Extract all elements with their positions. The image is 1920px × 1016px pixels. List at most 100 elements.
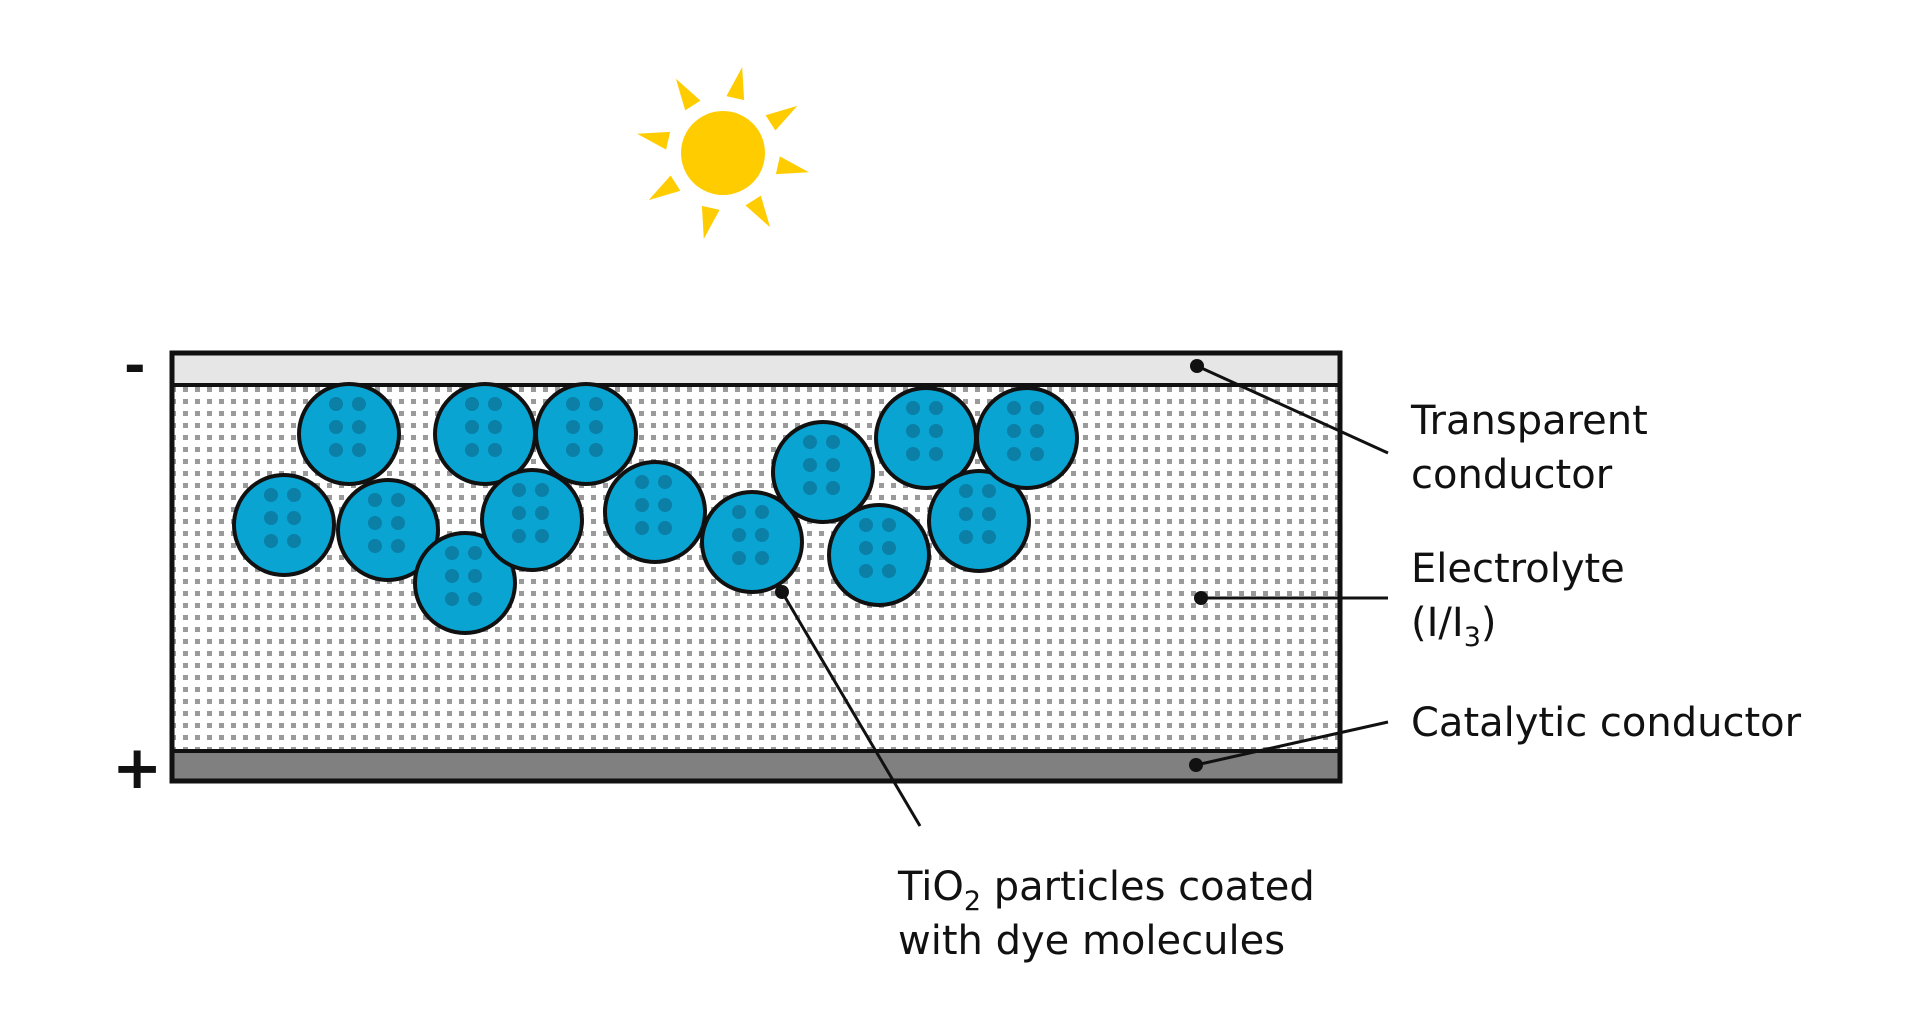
positive-terminal: + bbox=[112, 733, 163, 803]
dye-molecule-dot bbox=[352, 420, 366, 434]
dye-molecule-dot bbox=[589, 443, 603, 457]
tio2-particle bbox=[297, 382, 401, 486]
sun-ray bbox=[648, 175, 681, 201]
negative-terminal: - bbox=[124, 336, 146, 396]
dye-molecule-dot bbox=[906, 447, 920, 461]
sun-ray bbox=[775, 156, 809, 175]
tio2-formula-subscript: 2 bbox=[963, 886, 981, 917]
dye-molecule-dot bbox=[468, 546, 482, 560]
sun-ray bbox=[745, 195, 771, 228]
tio2-particle bbox=[603, 460, 707, 564]
sun-ray bbox=[765, 105, 798, 131]
dye-molecule-dot bbox=[566, 420, 580, 434]
dye-molecule-dot bbox=[445, 592, 459, 606]
dye-molecule-dot bbox=[535, 506, 549, 520]
dye-molecule-dot bbox=[264, 488, 278, 502]
dye-molecule-dot bbox=[1007, 424, 1021, 438]
dye-molecule-dot bbox=[929, 401, 943, 415]
dye-molecule-dot bbox=[566, 443, 580, 457]
dye-molecule-dot bbox=[391, 516, 405, 530]
tio2-particle bbox=[232, 473, 336, 577]
sun-icon bbox=[637, 67, 809, 239]
tio2-label-rest: particles coated bbox=[981, 864, 1315, 910]
electrolyte-label-line1: Electrolyte bbox=[1411, 546, 1625, 592]
dye-molecule-dot bbox=[982, 484, 996, 498]
tio2-particle-body bbox=[336, 478, 440, 582]
transparent-conductor-leader bbox=[1196, 364, 1389, 455]
sun-rays bbox=[637, 67, 809, 239]
tio2-particle-body bbox=[700, 490, 804, 594]
dye-molecule-dot bbox=[368, 516, 382, 530]
tio2-particle-body bbox=[603, 460, 707, 564]
dye-molecule-dot bbox=[658, 475, 672, 489]
tio2-particle bbox=[700, 490, 804, 594]
transparent-conductor-label-line1: Transparent bbox=[1411, 398, 1648, 444]
dye-molecule-dot bbox=[368, 539, 382, 553]
tio2-particle bbox=[874, 386, 978, 490]
dye-molecule-dot bbox=[391, 493, 405, 507]
tio2-particle bbox=[927, 469, 1031, 573]
dye-molecule-dot bbox=[929, 424, 943, 438]
dye-molecule-dot bbox=[329, 397, 343, 411]
sun-ray bbox=[675, 78, 701, 111]
dye-molecule-dot bbox=[535, 483, 549, 497]
dye-molecule-dot bbox=[635, 498, 649, 512]
dye-molecule-dot bbox=[589, 420, 603, 434]
tio2-particle-body bbox=[480, 468, 584, 572]
dye-molecule-dot bbox=[882, 564, 896, 578]
tio2-label-line1: TiO2 particles coated bbox=[898, 860, 1315, 917]
tio2-particle bbox=[336, 478, 440, 582]
dye-molecule-dot bbox=[732, 551, 746, 565]
tio2-label-line2: with dye molecules bbox=[898, 918, 1286, 964]
dye-molecule-dot bbox=[352, 443, 366, 457]
dye-molecule-dot bbox=[755, 505, 769, 519]
tio2-particles bbox=[232, 382, 1079, 635]
transparent-conductor-label-line2: conductor bbox=[1411, 452, 1613, 498]
dye-molecule-dot bbox=[445, 569, 459, 583]
tio2-particle bbox=[433, 382, 537, 486]
tio2-particle bbox=[480, 468, 584, 572]
tio2-particle-body bbox=[413, 531, 517, 635]
tio2-particle-body bbox=[297, 382, 401, 486]
dye-molecule-dot bbox=[755, 528, 769, 542]
dye-molecule-dot bbox=[512, 483, 526, 497]
dye-molecule-dot bbox=[803, 481, 817, 495]
dye-molecule-dot bbox=[859, 564, 873, 578]
dye-molecule-dot bbox=[468, 569, 482, 583]
tio2-particle-body bbox=[827, 503, 931, 607]
tio2-particle bbox=[975, 386, 1079, 490]
dye-molecule-dot bbox=[287, 488, 301, 502]
dye-molecule-dot bbox=[368, 493, 382, 507]
cell-outline bbox=[169, 350, 1343, 784]
sun-ray bbox=[726, 67, 745, 101]
electrolyte-formula-subscript: 3 bbox=[1463, 622, 1481, 653]
dye-molecule-dot bbox=[352, 397, 366, 411]
dye-molecule-dot bbox=[1030, 447, 1044, 461]
dye-molecule-dot bbox=[468, 592, 482, 606]
tio2-particle-body bbox=[232, 473, 336, 577]
dye-molecule-dot bbox=[1007, 401, 1021, 415]
dye-molecule-dot bbox=[803, 458, 817, 472]
tio2-particle-body bbox=[433, 382, 537, 486]
catalytic-conductor-label: Catalytic conductor bbox=[1411, 700, 1802, 746]
dye-molecule-dot bbox=[982, 530, 996, 544]
dye-molecule-dot bbox=[264, 534, 278, 548]
tio2-particle bbox=[413, 531, 517, 635]
dye-molecule-dot bbox=[732, 528, 746, 542]
dye-molecule-dot bbox=[826, 481, 840, 495]
sun-ray bbox=[637, 131, 671, 150]
dye-molecule-dot bbox=[732, 505, 746, 519]
dye-molecule-dot bbox=[929, 447, 943, 461]
tio2-label: TiO2 particles coated with dye molecules bbox=[898, 860, 1315, 968]
dye-molecule-dot bbox=[959, 507, 973, 521]
dye-molecule-dot bbox=[906, 424, 920, 438]
catalytic-conductor-leader bbox=[1195, 720, 1389, 767]
dye-molecule-dot bbox=[264, 511, 278, 525]
dye-molecule-dot bbox=[512, 529, 526, 543]
dye-molecule-dot bbox=[658, 498, 672, 512]
dye-molecule-dot bbox=[859, 518, 873, 532]
dye-molecule-dot bbox=[826, 458, 840, 472]
tio2-particle-body bbox=[975, 386, 1079, 490]
tio2-particle-body bbox=[771, 420, 875, 524]
tio2-particle bbox=[771, 420, 875, 524]
